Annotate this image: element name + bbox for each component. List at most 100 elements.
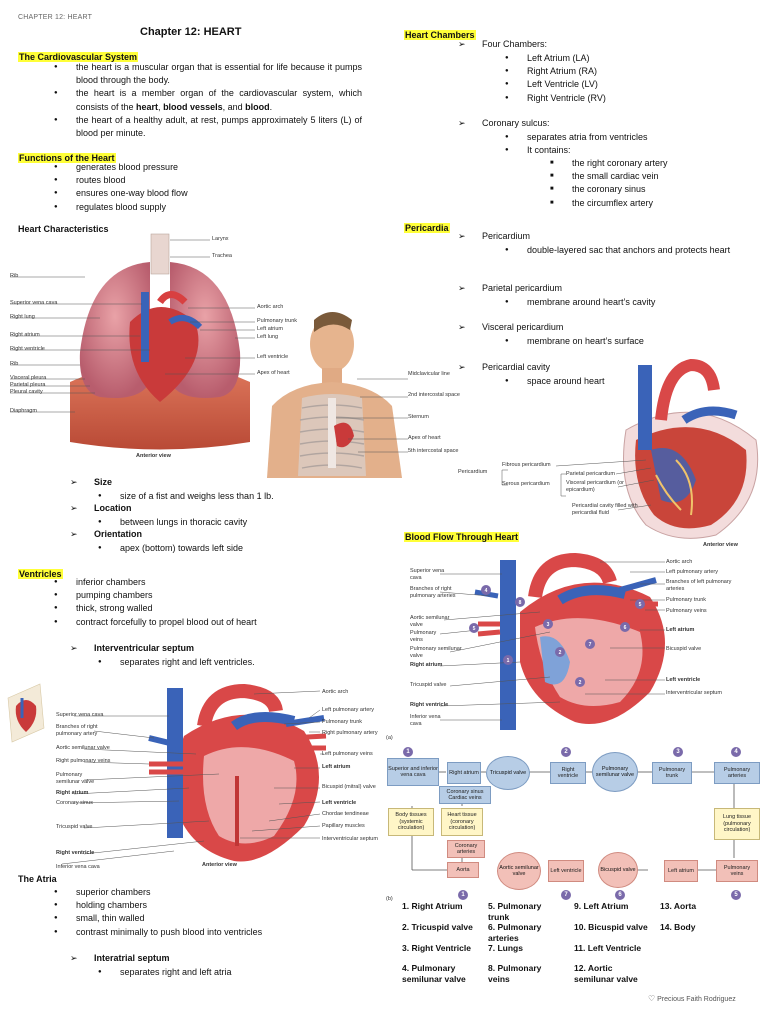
label-trachea: Trachea: [212, 253, 232, 259]
box-right-ventricle: Right ventricle: [550, 762, 586, 784]
label-left-ventricle: Left ventricle: [257, 354, 289, 360]
torso-figure: [267, 312, 408, 478]
flow-num-6: 6: [624, 625, 627, 631]
legend-14: 14. Body: [660, 922, 696, 932]
label-bf-tv: Tricuspid valve: [410, 682, 447, 688]
chapter-header: CHAPTER 12: HEART: [18, 14, 93, 21]
list-item: thick, strong walled: [54, 602, 366, 615]
flow-num-2: 2: [559, 650, 562, 656]
box-psv: Pulmonary semilunar valve: [592, 752, 638, 792]
box-svc-ivc: Superior and inferior vena cava: [387, 758, 439, 786]
label-parietal-pericardium: Parietal pericardium: [566, 471, 615, 477]
box-coronary-arteries: Coronary arteries: [447, 840, 485, 858]
parietal-heading: Parietal pericardium: [458, 283, 562, 294]
atria-heading: The Atria: [18, 874, 57, 884]
list-item: pumping chambers: [54, 589, 366, 602]
box-left-ventricle: Left ventricle: [548, 860, 584, 882]
label-apex: Apex of heart: [257, 370, 290, 376]
functions-heading: Functions of the Heart: [18, 153, 116, 163]
flow-step-2: 2: [561, 747, 571, 757]
orientation-list: apex (bottom) towards left side: [98, 542, 360, 555]
aorta-shape: [655, 358, 720, 421]
list-item: membrane on heart’s surface: [505, 335, 749, 348]
label-bf-bv: Bicuspid valve: [666, 646, 702, 652]
heart-position-shape: [334, 422, 354, 448]
label-left-atrium: Left atrium: [322, 764, 351, 770]
list-item: apex (bottom) towards left side: [98, 542, 360, 555]
label-diaphragm: Diaphragm: [10, 408, 37, 414]
thoracic-figure: [10, 233, 255, 450]
visceral-list: membrane on heart’s surface: [505, 335, 749, 348]
list-item: contrast minimally to push blood into ve…: [54, 926, 366, 939]
box-left-atrium: Left atrium: [664, 860, 698, 882]
list-item: Left Atrium (LA): [505, 52, 747, 65]
list-item: the heart is a member organ of the cardi…: [54, 87, 362, 113]
label-branches-rpa: Branches of right pulmonary artery: [56, 724, 98, 737]
label-visceral-pleura: Visceral pleura: [10, 375, 47, 381]
flow-step-7: 7: [561, 890, 571, 900]
label-right-lung: Right lung: [10, 314, 35, 320]
label-parietal-pleura: Parietal pleura: [10, 382, 46, 388]
cardio-heading: The Cardiovascular System: [18, 52, 139, 62]
list-item: the right coronary artery: [550, 157, 762, 170]
flow-num-1: 1: [507, 658, 510, 664]
parietal-list: membrane around heart’s cavity: [505, 296, 749, 309]
interatrial-list: separates right and left atria: [98, 966, 360, 979]
location-heading: Location: [70, 503, 131, 514]
label-ivc: Inferior vena cava: [56, 864, 100, 870]
label-rib: Rib: [10, 273, 19, 279]
legend-9: 9. Left Atrium: [574, 901, 629, 911]
list-item: separates atria from ventricles: [505, 131, 747, 144]
label-bf-ivc: Inferior vena cava: [410, 714, 441, 727]
label-right-ventricle: Right ventricle: [56, 850, 95, 856]
functions-list: generates blood pressure routes blood en…: [54, 161, 362, 214]
label-left-lung: Left lung: [257, 334, 279, 340]
list-item: the circumflex artery: [550, 197, 762, 210]
label-bf-bl: Branches of left pulmonary arteries: [666, 579, 732, 592]
label-right-atrium: Right atrium: [56, 790, 89, 796]
ventricles-list: inferior chambers pumping chambers thick…: [54, 576, 366, 629]
label-5th-intercostal: 5th intercostal space: [408, 448, 459, 454]
author-name: Precious Faith Rodriguez: [657, 996, 736, 1003]
list-item: superior chambers: [54, 886, 366, 899]
legend-1: 1. Right Atrium: [402, 901, 463, 911]
flow-num-8: 8: [519, 600, 522, 606]
list-item: generates blood pressure: [54, 161, 362, 174]
label-left-atrium: Left atrium: [257, 326, 283, 332]
flow-num-2b: 2: [579, 680, 582, 686]
list-item: ensures one-way blood flow: [54, 187, 362, 200]
label-bf-pv: Pulmonary veins: [410, 630, 437, 643]
flow-step-1: 1: [403, 747, 413, 757]
label-anterior-view: Anterior view: [136, 453, 171, 459]
trachea-shape: [150, 233, 170, 275]
heart-interior-figure: [7, 683, 327, 865]
pericardium-heading: Pericardium: [458, 231, 530, 242]
aortic-arch-shape: [197, 683, 283, 728]
label-pericardium: Pericardium: [458, 469, 488, 475]
aortic-arch-shape: [157, 291, 188, 305]
cavity-heading: Pericardial cavity: [458, 362, 550, 373]
box-bicuspid: Bicuspid valve: [598, 852, 638, 888]
flow-num-5b: 5: [639, 602, 642, 608]
label-bicuspid: Bicuspid (mitral) valve: [322, 784, 376, 790]
ventricles-heading: Ventricles: [18, 569, 63, 579]
label-serous: Serous pericardium: [502, 481, 550, 487]
box-aorta: Aorta: [447, 862, 479, 878]
legend-7: 7. Lungs: [488, 943, 523, 953]
size-heading: Size: [70, 477, 112, 488]
legend-3: 3. Right Ventricle: [402, 943, 471, 953]
characteristics-heading: Heart Characteristics: [18, 224, 109, 234]
author-logo-icon: ♡: [648, 994, 656, 1003]
bloodflow-heart-figure: 4 5 8 3 2 1 2 7 6 5: [439, 552, 665, 730]
label-bf-a: (a): [386, 735, 393, 741]
interventricular-heading: Interventricular septum: [70, 643, 194, 654]
pericardium-figure: [501, 358, 759, 539]
flow-num-5: 5: [473, 626, 476, 632]
vena-cava-shape: [500, 560, 516, 730]
four-chambers-list: Left Atrium (LA) Right Atrium (RA) Left …: [505, 52, 747, 105]
list-item: membrane around heart’s cavity: [505, 296, 749, 309]
label-apex-heart: Apex of heart: [408, 435, 441, 441]
list-item: the heart is a muscular organ that is es…: [54, 61, 362, 87]
label-svc: Superior vena cava: [56, 712, 104, 718]
label-sternum: Sternum: [408, 414, 429, 420]
